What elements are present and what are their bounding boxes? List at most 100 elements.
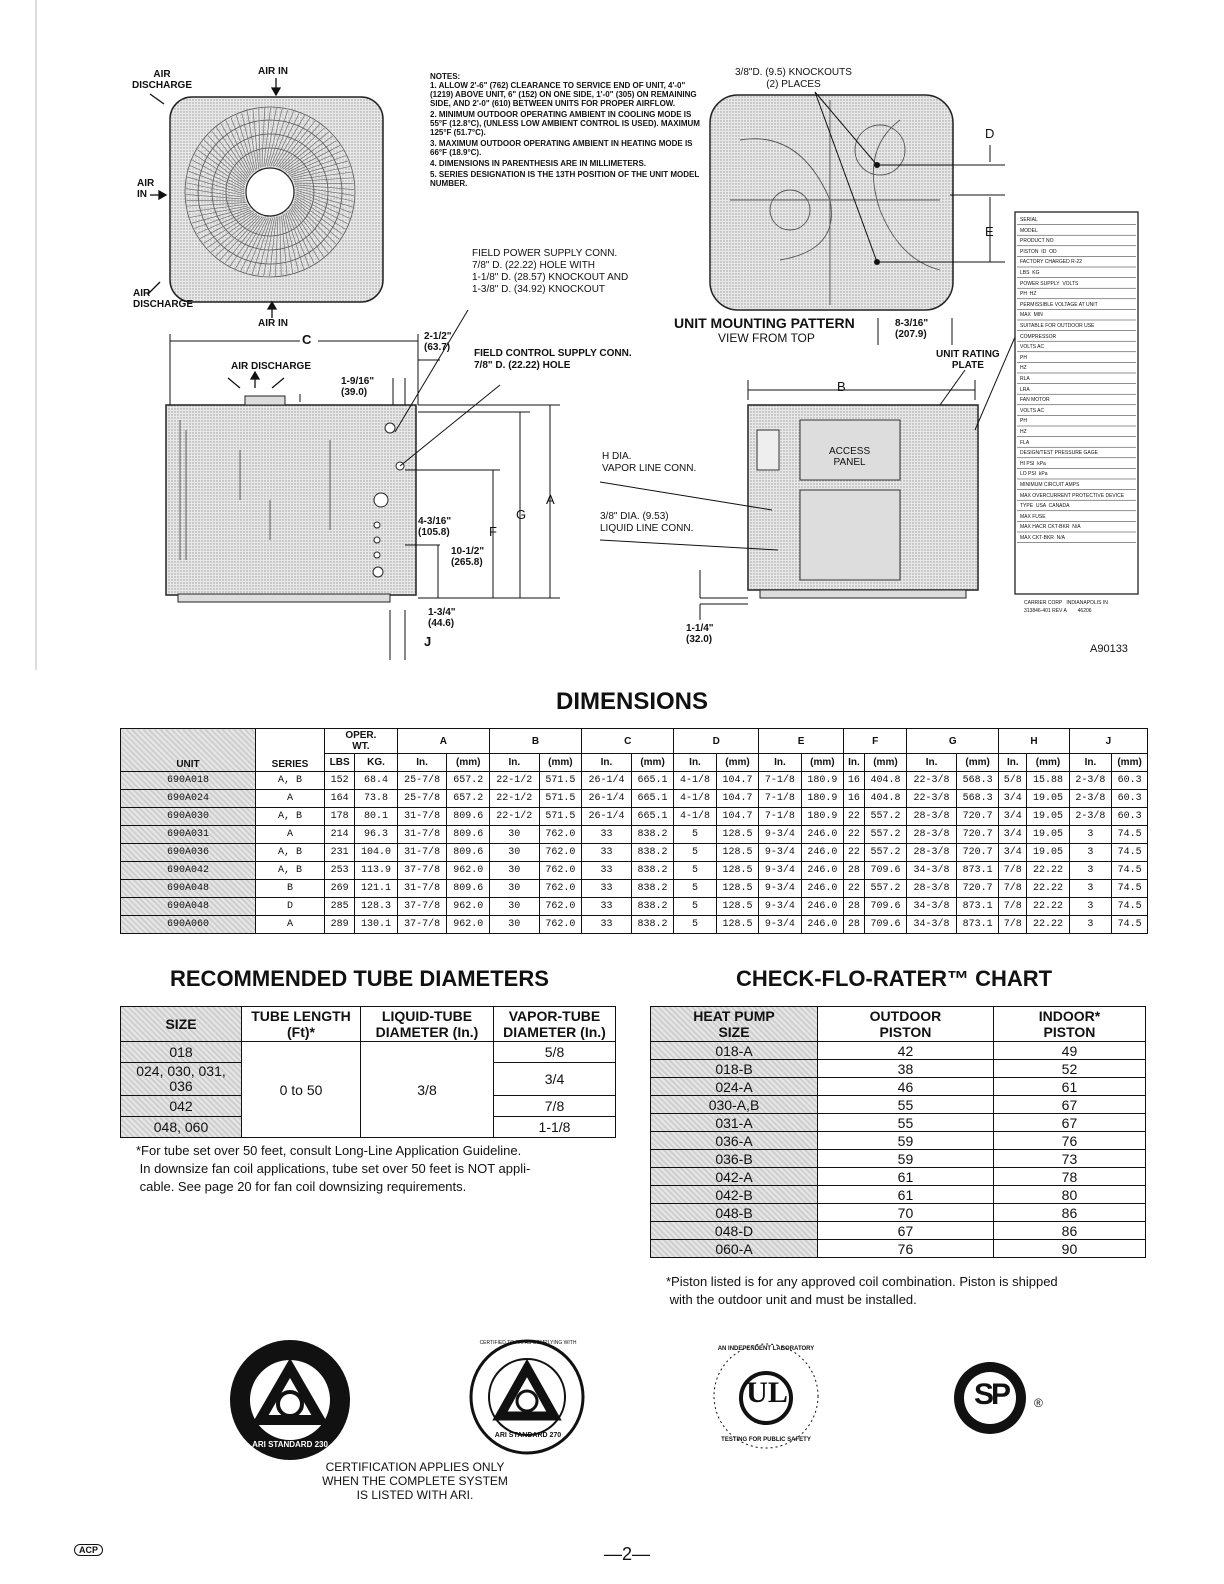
tube-table: SIZE TUBE LENGTH (Ft)* LIQUID-TUBE DIAME…	[120, 1006, 616, 1138]
rating-plate-line: MAX FUSE	[1020, 513, 1046, 520]
tube-header-liquid: LIQUID-TUBE DIAMETER (In.)	[360, 1006, 494, 1042]
table-cell: 709.6	[863, 897, 908, 916]
table-cell: 838.2	[630, 843, 675, 862]
table-cell: 180.9	[800, 807, 845, 826]
table-cell: 30	[488, 879, 540, 898]
label-field-power: FIELD POWER SUPPLY CONN. 7/8" D. (22.22)…	[472, 248, 629, 295]
table-cell: 33	[581, 879, 632, 898]
rating-plate-line: RLA	[1020, 376, 1030, 382]
dim-subheader: In.	[581, 753, 632, 772]
label-air-discharge-bl: AIR DISCHARGE	[133, 288, 194, 310]
table-cell: 3/4	[998, 807, 1028, 826]
table-cell: 19.05	[1026, 843, 1070, 862]
table-cell: 7/8	[998, 861, 1028, 880]
table-cell: 7/8	[998, 879, 1028, 898]
rating-plate-line: MAX MIN	[1020, 312, 1043, 319]
table-cell: 2-3/8	[1068, 789, 1113, 808]
table-cell: 37-7/8	[396, 915, 448, 934]
table-cell: 74.5	[1111, 825, 1148, 844]
label-dim-b: B	[837, 379, 846, 394]
table-cell: 37-7/8	[396, 861, 448, 880]
heat-pump-size-cell: 018-B	[650, 1059, 818, 1078]
table-cell: 34-3/8	[906, 861, 957, 880]
table-cell: 665.1	[630, 771, 675, 790]
table-cell: 246.0	[800, 879, 845, 898]
piston-cell: 80	[992, 1185, 1147, 1204]
acp-logo: ACP	[74, 1544, 104, 1556]
table-cell: 128.3	[354, 897, 398, 916]
table-cell: 7-1/8	[758, 771, 802, 790]
rating-plate-line: MODEL	[1020, 227, 1038, 234]
table-cell: 9-3/4	[758, 825, 802, 844]
note-item: 2. MINIMUM OUTDOOR OPERATING AMBIENT IN …	[430, 110, 700, 137]
table-cell: 60.3	[1111, 807, 1148, 826]
dim-subheader: KG.	[354, 753, 398, 772]
rating-plate-line: PERMISSIBLE VOLTAGE AT UNIT	[1020, 301, 1098, 308]
tube-liquid-cell: 3/8	[360, 1041, 494, 1138]
ul-mark: UL	[746, 1376, 788, 1409]
table-cell: 74.5	[1111, 861, 1148, 880]
table-cell: 7-1/8	[758, 789, 802, 808]
tube-vapor-cell: 7/8	[493, 1095, 616, 1117]
label-air-in-bottom: AIR IN	[258, 318, 288, 329]
label-air-in-left: AIR IN	[137, 178, 155, 200]
table-cell: 762.0	[538, 897, 583, 916]
table-cell: 762.0	[538, 915, 583, 934]
table-cell: 557.2	[863, 807, 908, 826]
piston-cell: 73	[992, 1149, 1147, 1168]
table-cell: 28-3/8	[906, 843, 957, 862]
flo-header-outdoor: OUTDOOR PISTON	[817, 1006, 994, 1042]
table-cell: 3/4	[998, 825, 1028, 844]
label-air-discharge-tl: AIR DISCHARGE	[132, 69, 193, 91]
table-cell: 5	[673, 843, 717, 862]
table-cell: 809.6	[446, 807, 490, 826]
piston-cell: 46	[817, 1077, 994, 1096]
tube-footnote: *For tube set over 50 feet, consult Long…	[136, 1143, 531, 1194]
table-cell: 128.5	[715, 915, 760, 934]
table-cell: 3	[1068, 915, 1113, 934]
table-cell: 838.2	[630, 879, 675, 898]
table-cell: A	[255, 789, 325, 808]
rating-plate-line: FACTORY CHARGED R-22	[1020, 259, 1082, 266]
table-cell: A	[255, 915, 325, 934]
table-cell: 25-7/8	[396, 789, 448, 808]
table-cell: 22-3/8	[906, 771, 957, 790]
label-liquid-line: 3/8" DIA. (9.53) LIQUID LINE CONN.	[600, 511, 694, 534]
heat-pump-size-cell: 024-A	[650, 1077, 818, 1096]
rating-plate-line: COMPRESSOR	[1020, 333, 1057, 340]
table-cell: A	[255, 825, 325, 844]
table-cell: 34-3/8	[906, 915, 957, 934]
table-cell: 31-7/8	[396, 843, 448, 862]
table-cell: 720.7	[955, 825, 1000, 844]
table-cell: 9-3/4	[758, 897, 802, 916]
table-cell: 28	[843, 897, 865, 916]
label-dim-c: C	[302, 332, 312, 347]
notes-title: NOTES:	[430, 72, 461, 81]
table-cell: 128.5	[715, 879, 760, 898]
piston-cell: 61	[817, 1185, 994, 1204]
table-cell: 838.2	[630, 825, 675, 844]
table-cell: 22	[843, 879, 865, 898]
col-unit: UNIT	[120, 728, 256, 772]
heat-pump-size-cell: 030-A,B	[650, 1095, 818, 1114]
col-oper-wt: OPER. WT.	[324, 728, 398, 754]
flo-header-indoor: INDOOR* PISTON	[992, 1006, 1147, 1042]
piston-cell: 67	[992, 1113, 1147, 1132]
table-cell: 289	[323, 915, 356, 934]
rating-plate-line: PH HZ	[1020, 291, 1037, 298]
tube-header-vapor: VAPOR-TUBE DIAMETER (In.)	[493, 1006, 616, 1042]
tube-size-cell: 042	[120, 1095, 242, 1117]
dim-subheader: In.	[998, 753, 1028, 772]
table-cell: 22-3/8	[906, 789, 957, 808]
tube-length-cell: 0 to 50	[241, 1041, 361, 1138]
table-cell: 3	[1068, 861, 1113, 880]
table-cell: 404.8	[863, 771, 908, 790]
table-cell: 3	[1068, 879, 1113, 898]
heat-pump-size-cell: 036-A	[650, 1131, 818, 1150]
technical-drawing	[35, 0, 1139, 670]
